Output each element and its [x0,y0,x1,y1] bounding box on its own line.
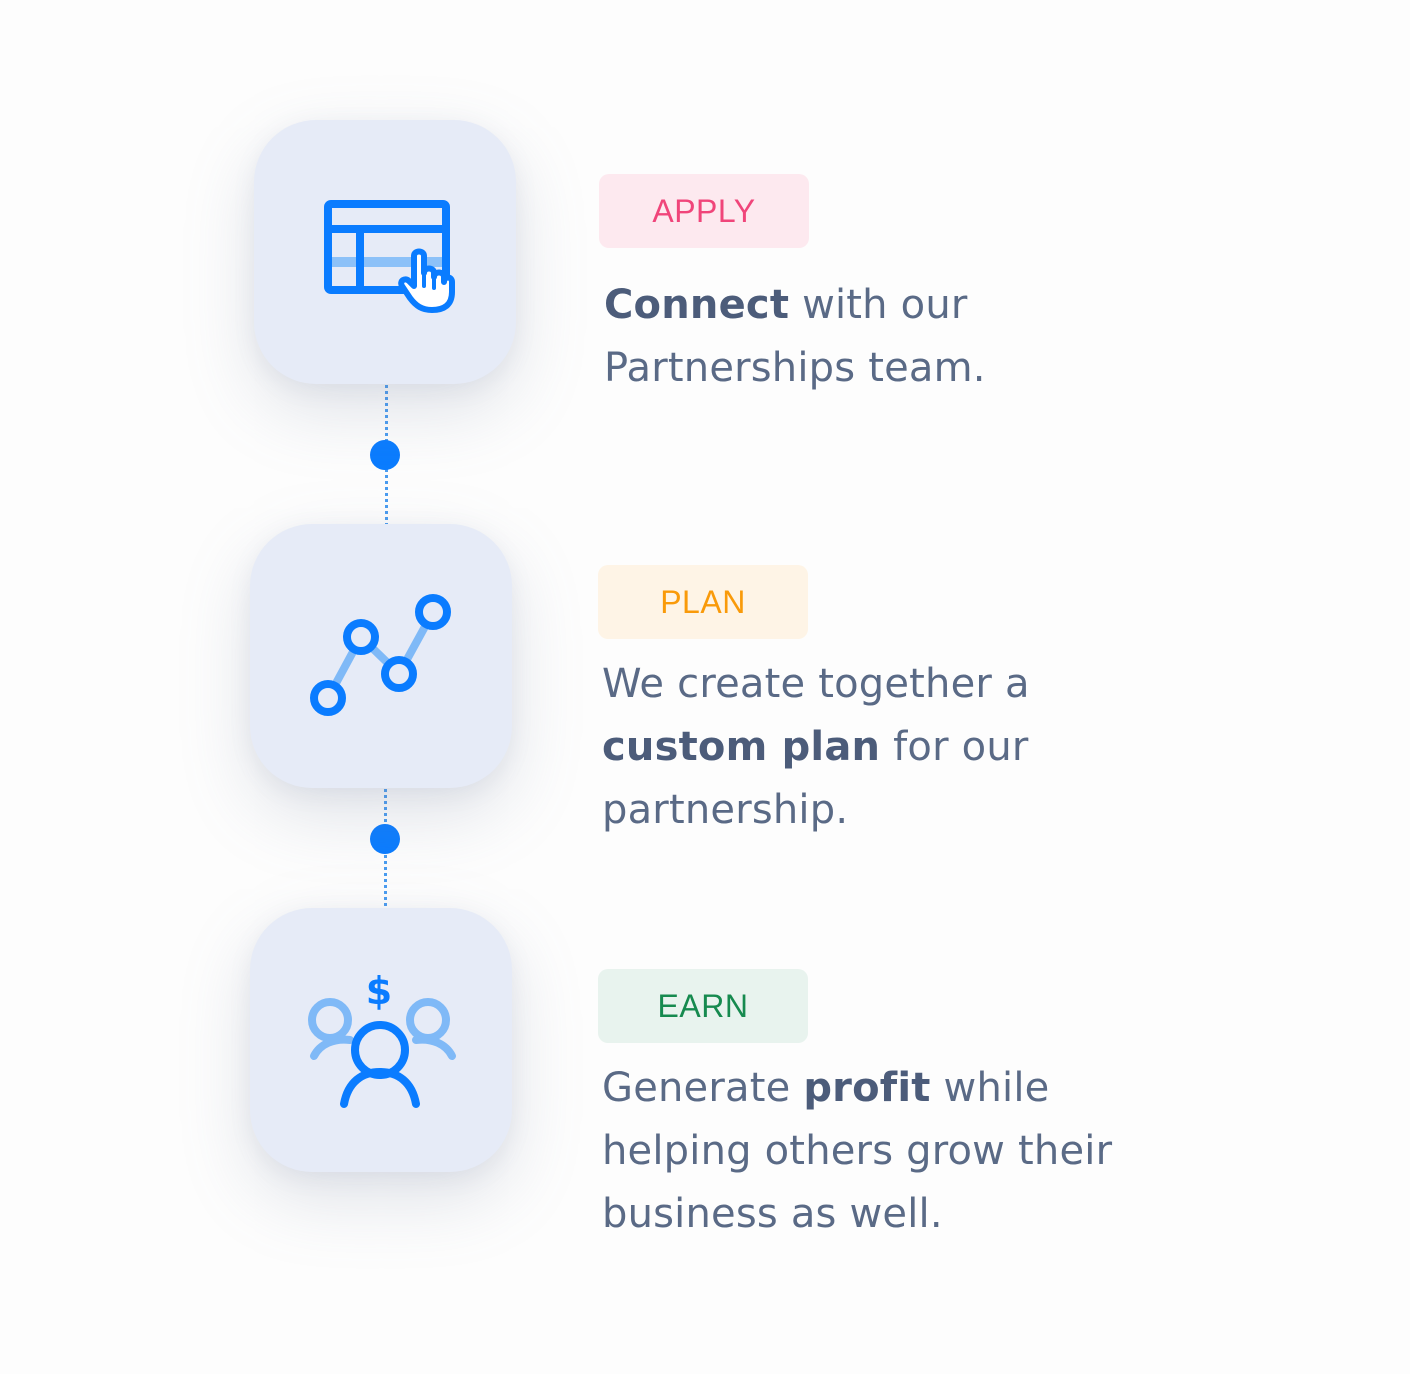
connector-dot-1 [370,440,400,470]
step-apply-text-2: Partnerships team. [604,345,986,391]
step-earn-description: Generate profit while helping others gro… [602,1057,1112,1246]
step-plan-tile [250,524,512,788]
badge-apply: APPLY [599,174,809,248]
badge-plan: PLAN [598,565,808,639]
step-plan-text-3: partnership. [602,787,849,833]
badge-earn: EARN [598,969,808,1043]
step-earn-text-pre: Generate [602,1065,804,1111]
step-earn-text-3: business as well. [602,1191,943,1237]
step-earn-text-1: while [930,1065,1050,1111]
step-earn-text-2: helping others grow their [602,1128,1113,1174]
connector-dot-2 [370,824,400,854]
svg-text:$: $ [366,969,392,1013]
form-click-icon [324,200,455,313]
step-earn-bold: profit [803,1065,931,1111]
step-plan-text-2: for our [880,724,1029,770]
connector-line-2 [384,688,387,906]
step-plan-text-1: We create together a [602,661,1030,707]
step-plan-bold: custom plan [602,724,881,770]
step-apply-bold: Connect [604,282,790,328]
line-chart-icon [310,594,451,716]
step-apply-text-1: with our [789,282,968,328]
step-earn-tile: $ [250,908,512,1172]
step-plan-description: We create together a custom plan for our… [602,653,1030,842]
people-profit-icon: $ [308,969,456,1108]
step-apply-description: Connect with our Partnerships team. [604,274,986,400]
step-apply-tile [254,120,516,384]
